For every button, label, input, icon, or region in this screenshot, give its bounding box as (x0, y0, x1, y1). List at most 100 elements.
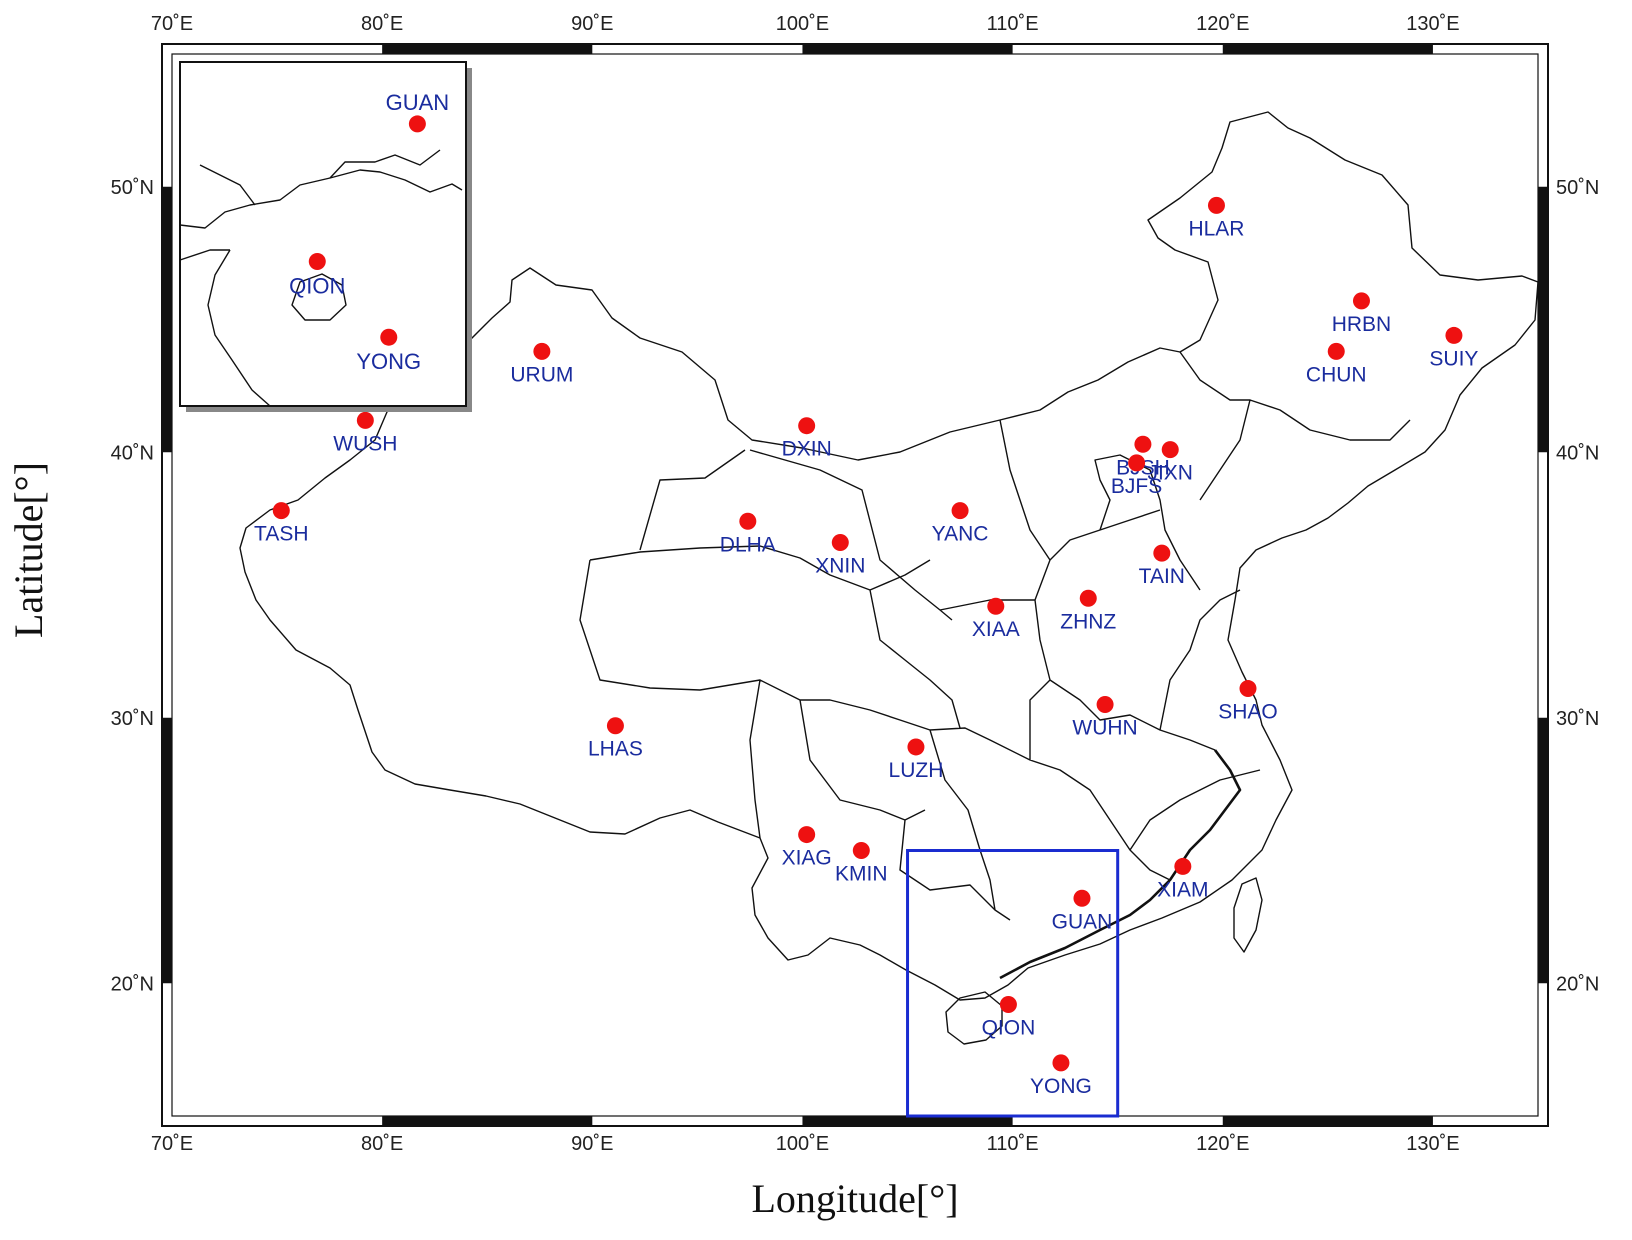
inset-station-marker (380, 328, 398, 346)
station-jixn: JIXN (1147, 441, 1193, 485)
frame-stripe (802, 1116, 1013, 1126)
station-label: CHUN (1306, 363, 1367, 386)
station-label: XNIN (815, 555, 865, 578)
station-marker (1445, 326, 1463, 344)
lat-tick-label-left: 20˚N (111, 973, 154, 995)
station-xiam: XIAM (1157, 857, 1209, 901)
station-marker (1352, 292, 1370, 310)
frame-stripe (1222, 44, 1433, 54)
inset-border (179, 149, 441, 261)
station-qion: QION (982, 995, 1036, 1039)
station-marker (1207, 196, 1225, 214)
lat-tick-label-right: 40˚N (1556, 442, 1599, 464)
frame-stripes (162, 44, 1548, 1126)
station-marker (987, 597, 1005, 615)
station-label: QION (982, 1016, 1036, 1039)
inset-map: GUAN QION YONG (179, 61, 472, 412)
station-marker (1079, 589, 1097, 607)
station-wuhn: WUHN (1072, 695, 1138, 739)
station-marker (1174, 857, 1192, 875)
station-label: TASH (254, 523, 308, 546)
station-marker (739, 512, 757, 530)
station-guan: GUAN (1052, 889, 1113, 933)
station-label: URUM (510, 363, 573, 386)
inset-station-label: YONG (356, 349, 421, 374)
station-xiag: XIAG (782, 826, 832, 870)
station-label: XIAM (1157, 878, 1208, 901)
lat-tick-label-left: 50˚N (111, 177, 154, 199)
station-label: ZHNZ (1060, 610, 1116, 633)
station-chun: CHUN (1306, 342, 1367, 386)
station-marker (1153, 544, 1171, 562)
station-marker (798, 417, 816, 435)
lon-tick-label-top: 120˚E (1196, 13, 1249, 35)
inset-stations: GUAN QION YONG (289, 90, 449, 374)
lon-tick-label-bottom: 120˚E (1196, 1133, 1249, 1155)
station-shao: SHAO (1218, 680, 1278, 724)
frame-stripe (382, 1116, 593, 1126)
station-label: WUHN (1072, 716, 1137, 739)
station-marker (831, 534, 849, 552)
station-hrbn: HRBN (1332, 292, 1392, 336)
station-yong: YONG (1030, 1054, 1092, 1098)
station-marker (1327, 342, 1345, 360)
frame-stripe (162, 717, 172, 984)
station-label: HRBN (1332, 313, 1392, 336)
inset-station-label: GUAN (386, 90, 450, 115)
station-label: TAIN (1139, 565, 1185, 588)
station-kmin: KMIN (835, 842, 888, 886)
inset-station-marker (408, 115, 426, 133)
station-label: HLAR (1188, 217, 1244, 240)
station-marker (1239, 680, 1257, 698)
frame-stripe (1538, 717, 1548, 984)
station-label: DLHA (720, 533, 776, 556)
inset-station-qion: QION (289, 253, 345, 299)
station-marker (1073, 889, 1091, 907)
frame-stripe (802, 44, 1013, 54)
country-outline (239, 111, 1539, 1001)
lat-tick-label-left: 30˚N (111, 708, 154, 730)
station-marker (1096, 695, 1114, 713)
station-marker (907, 738, 925, 756)
inset-vietnam-coast (207, 249, 271, 407)
lon-tick-label-bottom: 130˚E (1406, 1133, 1459, 1155)
station-marker (1161, 441, 1179, 459)
station-marker (533, 342, 551, 360)
station-label: GUAN (1052, 910, 1113, 933)
station-urum: URUM (510, 342, 573, 386)
station-label: BJFS (1111, 475, 1162, 498)
station-xnin: XNIN (815, 534, 865, 578)
lon-tick-label-bottom: 80˚E (361, 1133, 403, 1155)
frame-stripe (162, 186, 172, 453)
inset-station-guan: GUAN (386, 90, 450, 133)
lon-tick-label-bottom: 110˚E (987, 1133, 1039, 1155)
inset-station-yong: YONG (356, 328, 421, 374)
frame-stripe (1222, 1116, 1433, 1126)
highlight-region-box (906, 849, 1120, 1118)
station-label: YANC (932, 523, 989, 546)
station-label: SHAO (1218, 701, 1278, 724)
station-lhas: LHAS (588, 717, 643, 761)
station-label: KMIN (835, 863, 888, 886)
station-label: XIAA (972, 618, 1020, 641)
lat-tick-label-right: 30˚N (1556, 708, 1599, 730)
station-yanc: YANC (932, 502, 989, 546)
station-xiaa: XIAA (972, 597, 1020, 641)
x-axis-title: Longitude[°] (751, 1176, 958, 1221)
station-zhnz: ZHNZ (1060, 589, 1116, 633)
station-label: WUSH (333, 432, 397, 455)
station-hlar: HLAR (1188, 196, 1244, 240)
station-marker (951, 502, 969, 520)
inset-station-label: QION (289, 274, 345, 299)
lon-tick-label-top: 110˚E (987, 13, 1039, 35)
station-tain: TAIN (1139, 544, 1185, 588)
station-suiy: SUIY (1429, 326, 1478, 370)
hainan-outline (945, 991, 1003, 1045)
station-tash: TASH (254, 502, 309, 546)
station-marker (606, 717, 624, 735)
lat-tick-label-right: 50˚N (1556, 177, 1599, 199)
lon-tick-label-top: 90˚E (571, 13, 613, 35)
boundaries (239, 111, 1539, 1045)
station-marker (852, 842, 870, 859)
